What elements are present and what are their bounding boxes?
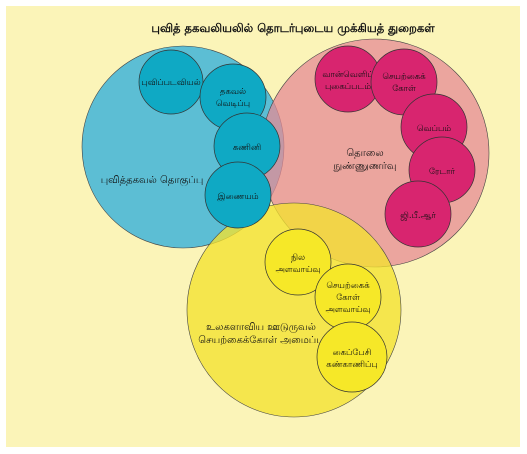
node-mobile-monitor-line2: கண்காணிப்பு <box>326 360 377 370</box>
node-land-survey-line1: நில <box>291 253 305 263</box>
node-radar-label: ரேடார் <box>429 167 456 177</box>
remote-sensing-label-line1: தொலை <box>346 148 383 159</box>
node-gps: ஜி.பீ.ஆர் <box>384 180 452 248</box>
node-data-mining-line2: வெடிப்பு <box>216 99 250 109</box>
node-land-survey: நில அளவாய்வு <box>264 228 332 296</box>
node-sat-survey-line2: கோள் <box>336 293 361 303</box>
node-computer-label: கணினி <box>233 143 261 153</box>
diagram-title: புவித் தகவலியலில் தொடர்புடைய முக்கியத் த… <box>151 21 435 36</box>
node-land-survey-line2: அளவாய்வு <box>275 265 320 275</box>
node-aerial-photo-line1: வான்வெளிப் <box>322 70 373 80</box>
node-aerial-photo-line2: புகைப்படம் <box>325 82 371 92</box>
node-internet: இணையம் <box>204 161 272 229</box>
gnss-label-line2: செயற்கைக்கோள் அமைப்பு <box>198 335 323 346</box>
node-mobile-monitor-line1: கைப்பேசி <box>333 348 372 358</box>
node-gps-label: ஜி.பீ.ஆர் <box>400 211 436 221</box>
node-thermal-label: வெப்பம் <box>417 124 451 134</box>
node-sat-survey-line3: அளவாய்வு <box>325 305 370 315</box>
node-satellite-line2: கோள் <box>392 84 417 94</box>
node-cartography-label: புவிப்படவியல் <box>141 78 200 88</box>
node-sat-survey: செயற்கைக் கோள் அளவாய்வு <box>314 263 382 331</box>
gis-set-label: புவித்தகவல் தொகுப்பு <box>101 175 204 187</box>
node-sat-survey-line1: செயற்கைக் <box>326 281 370 291</box>
node-data-mining-line1: தகவல் <box>220 87 246 97</box>
node-mobile-monitor: கைப்பேசி கண்காணிப்பு <box>316 321 388 393</box>
node-satellite-line1: செயற்கைக் <box>382 72 426 82</box>
remote-sensing-label-line2: நுண்ணுணர்வு <box>334 161 397 172</box>
node-cartography: புவிப்படவியல் <box>138 49 204 115</box>
node-internet-label: இணையம் <box>217 192 258 202</box>
gnss-label-line1: உலகளாவிய ஊடுருவல் <box>206 322 316 333</box>
